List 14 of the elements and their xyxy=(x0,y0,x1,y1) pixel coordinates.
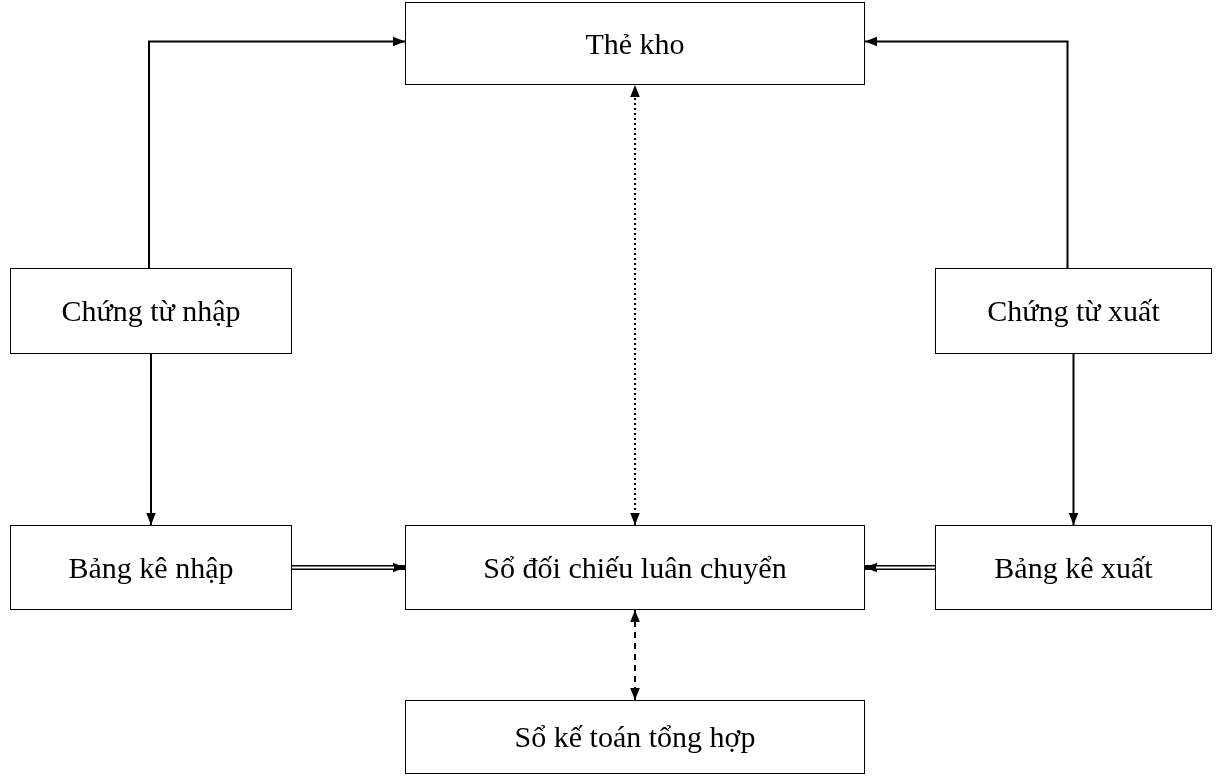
box-label: Thẻ kho xyxy=(585,26,685,61)
process-box xyxy=(10,525,292,610)
process-box xyxy=(405,2,865,85)
box-label: Sổ đối chiếu luân chuyển xyxy=(483,550,787,585)
process-box xyxy=(10,268,292,354)
process-box xyxy=(935,525,1212,610)
box-label: Bảng kê nhập xyxy=(68,550,234,585)
process-box xyxy=(405,525,865,610)
box-label: Sổ kế toán tổng hợp xyxy=(514,720,756,754)
box-label: Chứng từ xuất xyxy=(987,294,1160,328)
box-label: Chứng từ nhập xyxy=(61,294,241,328)
box-label: Bảng kê xuất xyxy=(994,550,1153,585)
process-box xyxy=(935,268,1212,354)
process-box xyxy=(405,700,865,774)
